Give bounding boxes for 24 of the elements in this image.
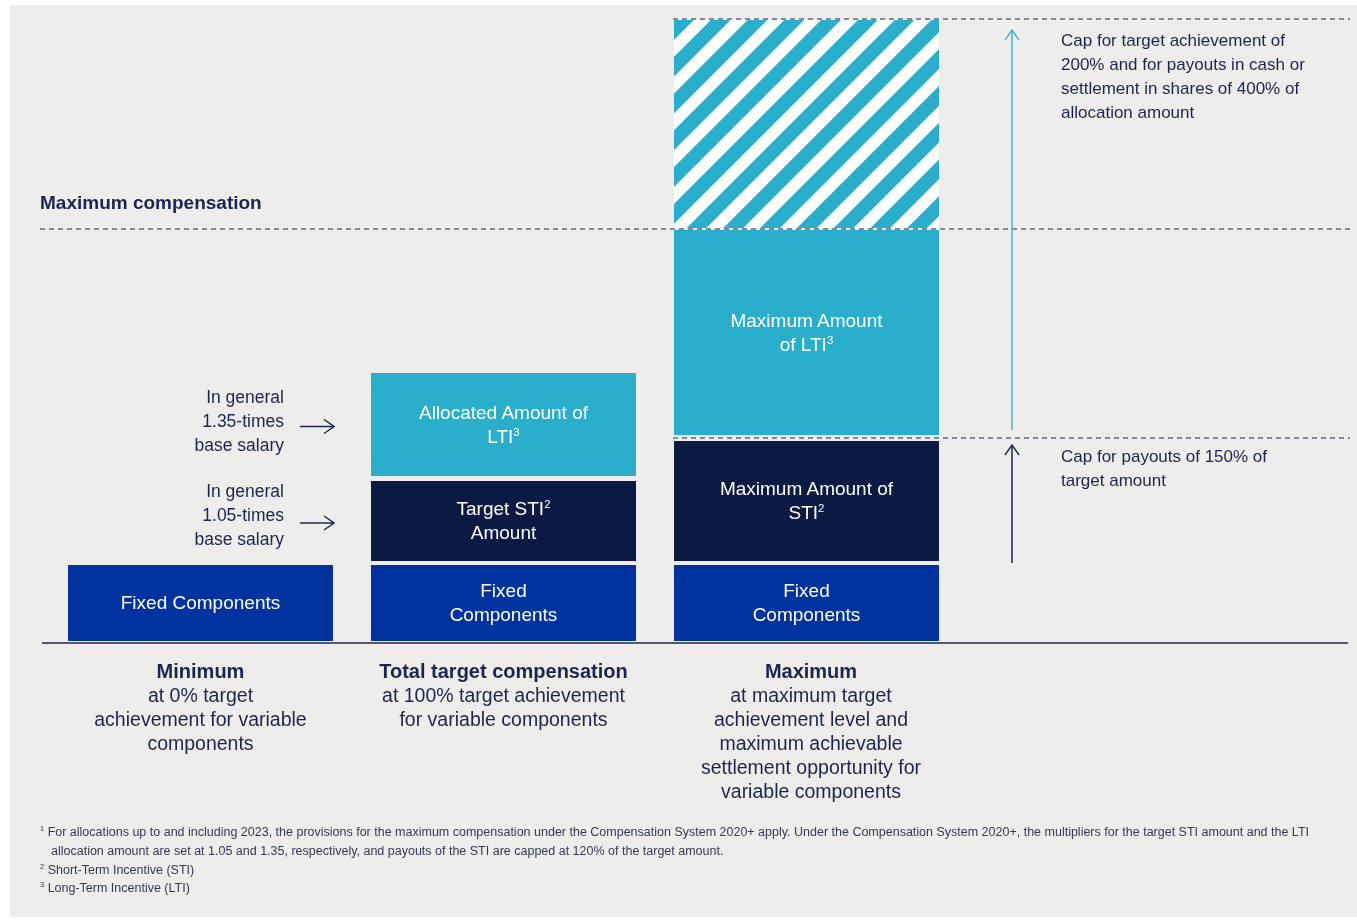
column-description: at maximum target achievement level and maximum achievable settlement opportunity for variable components [699, 683, 922, 803]
arrow [299, 515, 335, 531]
column-heading: Total target compensation [378, 659, 629, 683]
stacked-bar-segment: Fixed Components [674, 565, 939, 641]
stacked-bar-segment: Maximum Amount of STI$^{2}$ [674, 441, 939, 561]
footnote: $^{1}$ For allocations up to and including 2023, the provisions for the maximum compensation under the Compensation System 2020+ apply. Under the Compensation System 2020+, the multipliers for the target STI amount and the LTI allocation amount are set at 1.05 and 1.35, respectively, and payouts of the STI are capped at 120% of the target amount. [40, 823, 1310, 860]
annotation-text: In general 1.05-times base salary [180, 479, 284, 551]
hatched-box [674, 20, 939, 228]
column-description: at 0% target achievement for variable components [93, 683, 308, 755]
footnote: $^{2}$ Short-Term Incentive (STI) [40, 861, 196, 879]
column-description: at 100% target achievement for variable components [381, 683, 626, 731]
arrow [299, 418, 335, 435]
stacked-bar-segment: Allocated Amount of LTI$^{3}$ [371, 373, 636, 476]
section-heading: Maximum compensation [40, 191, 263, 215]
annotation-text: In general 1.35-times base salary [180, 385, 284, 457]
stacked-bar-segment: Fixed Components [68, 565, 333, 641]
footnote: $^{3}$ Long-Term Incentive (LTI) [40, 879, 191, 897]
annotation-text: Cap for payouts of 150% of target amount [1061, 446, 1269, 492]
stacked-bar-segment: Maximum Amount of LTI$^{3}$ [674, 230, 939, 435]
column-heading: Maximum [763, 659, 859, 683]
column-heading: Minimum [155, 659, 246, 683]
stacked-bar-segment: Fixed Components [371, 565, 636, 641]
stacked-bar-segment: Target STI$^{2}$ Amount [371, 481, 636, 561]
annotation-text: Cap for target achievement of 200% and for payouts in cash or settlement in shares of 400% of allocation amount [1061, 30, 1306, 124]
